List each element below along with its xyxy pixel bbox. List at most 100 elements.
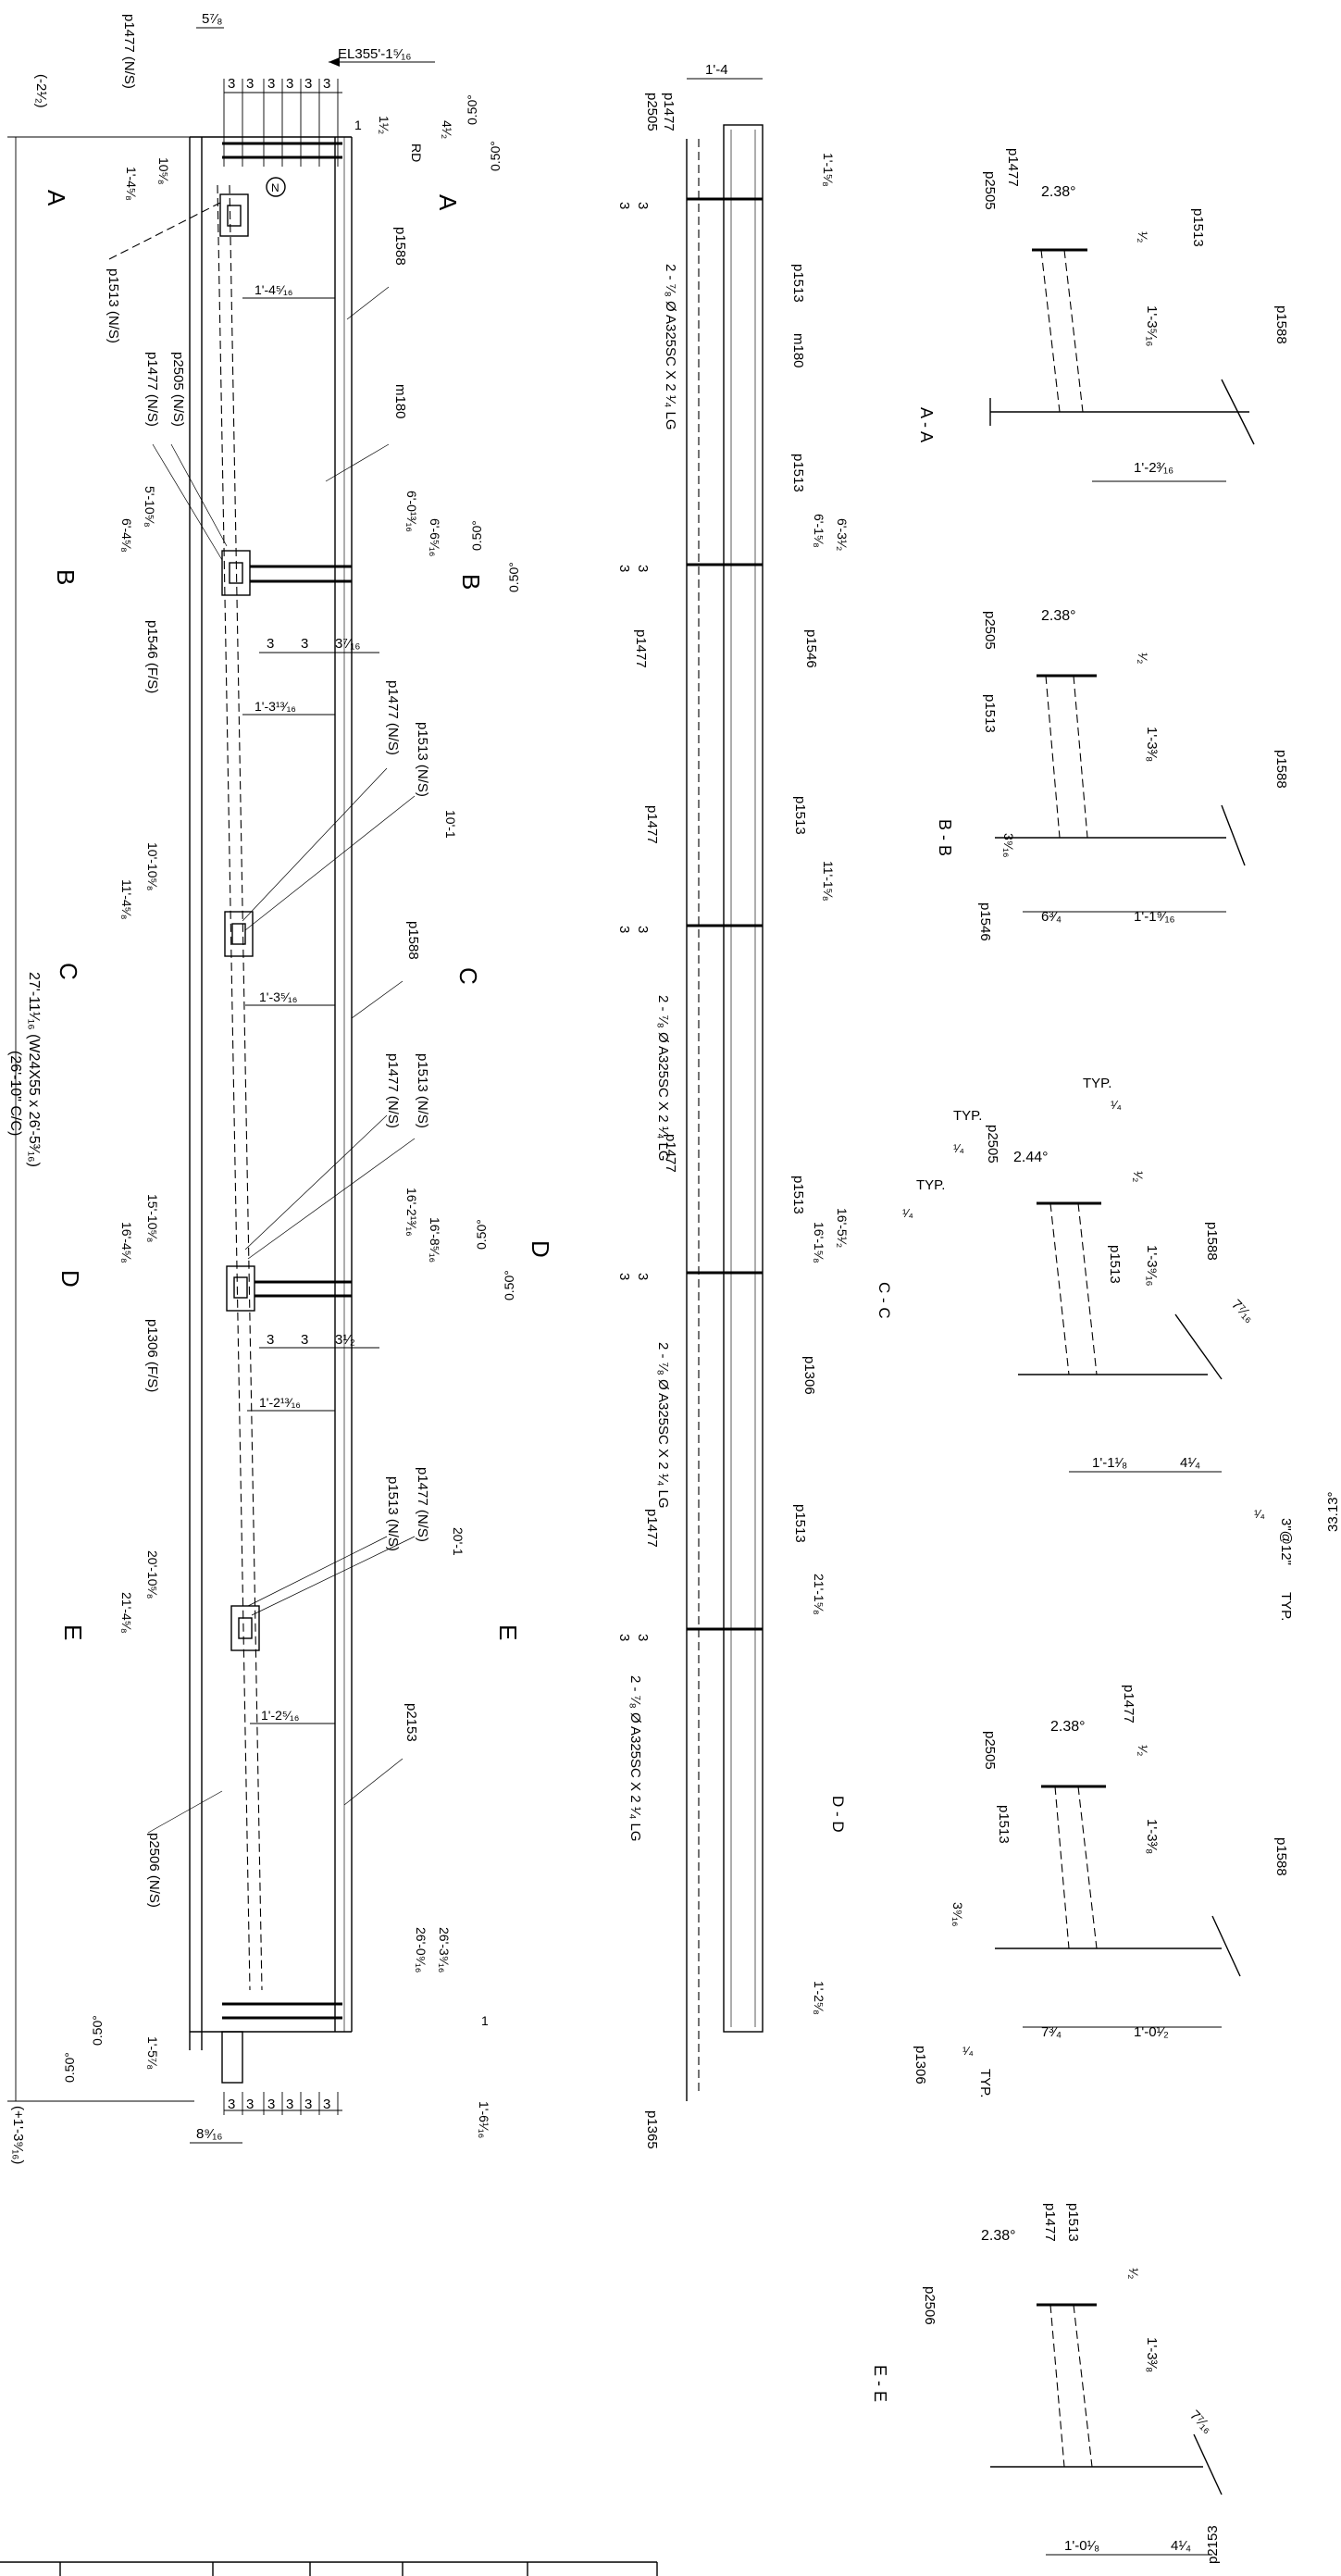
tv-bolts-3: 2 - ⁷⁄₈ Ø A325SC X 2 ¹⁄₄ LG — [655, 1342, 671, 1509]
tv-bolts-2: 2 - ⁷⁄₈ Ø A325SC X 2 ¹⁄₄ LG — [655, 995, 671, 1162]
slope-b-2: 0.50° — [506, 562, 521, 592]
tv-dim-t8: 1'-2⁵⁄₈ — [812, 1981, 826, 2015]
cc-half: ¹⁄₂ — [1131, 1171, 1146, 1182]
tv-p2505: p2505 — [644, 93, 660, 131]
cc-typ-2: TYP. — [953, 1108, 982, 1124]
dim-1-b: 1 — [481, 2013, 489, 2028]
bb-half: ¹⁄₂ — [1136, 653, 1150, 664]
label-m180: m180 — [392, 384, 408, 419]
tv-p1513-5: p1513 — [792, 1504, 808, 1543]
ee-p2153: p2153 — [1205, 2525, 1221, 2564]
bb-s2: 6³⁄₄ — [1041, 909, 1062, 925]
tv-p1546: p1546 — [803, 629, 819, 668]
slope-top-2: 0.50° — [488, 141, 503, 171]
section-e-right: E — [494, 1624, 522, 1640]
end-bolt-group-bottom: 26'-0⁹⁄₁₆ 26'-3⁹⁄₁₆ 1 0.50° 0.50° 1'-5⁷⁄… — [62, 1927, 491, 2144]
aa-angle: 2.38° — [1041, 184, 1076, 200]
dim-d2: 16'-4⁵⁄₈ — [119, 1222, 134, 1263]
dd-s2: 7³⁄₄ — [1041, 2024, 1062, 2040]
dim-c1: 10'-10⁵⁄₈ — [145, 842, 160, 890]
tv-p1513-4: p1513 — [790, 1176, 806, 1214]
cc-angle: 2.44° — [1013, 1150, 1049, 1165]
section-d-d: 2.38° p2505 p1477 p1513 ¹⁄₂ 1'-3³⁄₈ p158… — [913, 1685, 1289, 2097]
ee-p1477: p1477 — [1042, 2203, 1058, 2242]
tv-dim-t4: 11'-1⁵⁄₈ — [821, 861, 836, 902]
dim-e3: 1'-2⁵⁄₁₆ — [261, 1708, 299, 1723]
dim-b5: 6'-6⁵⁄₁₆ — [428, 518, 442, 556]
left-elevation: (-2¹⁄₂) — [33, 74, 49, 108]
gauge-d1: 3 — [267, 1332, 274, 1348]
tv-gauge-7: 3 — [616, 1273, 632, 1280]
cc-p1588: p1588 — [1204, 1222, 1220, 1261]
tv-gauge-3: 3 — [616, 565, 632, 572]
dim-d1: 15'-10⁵⁄₈ — [145, 1194, 160, 1242]
gauge-f1: 3 — [228, 2097, 235, 2112]
ee-width: 1'-0¹⁄₈ — [1064, 2538, 1099, 2554]
dim-f1: 1'-5⁷⁄₈ — [145, 2036, 160, 2070]
tv-p1365: p1365 — [644, 2110, 660, 2149]
tv-p1477-2: p1477 — [633, 629, 649, 668]
dim-b3: 1'-3¹³⁄₁₆ — [255, 699, 296, 714]
cc-p1513: p1513 — [1107, 1245, 1123, 1284]
top-width: 1'-4 — [705, 62, 728, 78]
dim-1-5: 1¹⁄₂ — [377, 116, 391, 134]
tv-dim-t1: 1'-1⁵⁄₈ — [821, 153, 836, 187]
tv-p1477-5: p1477 — [644, 1509, 660, 1548]
tv-gauge-4: 3 — [635, 565, 651, 572]
tv-p1306: p1306 — [801, 1356, 817, 1395]
ee-s2: 4¹⁄₄ — [1171, 2538, 1191, 2554]
dim-a1: 10⁵⁄₈ — [156, 157, 171, 185]
dim-f4: 1'-6¹⁄₁₆ — [477, 2101, 491, 2138]
label-p1513-ns-3: p1513 (N/S) — [415, 1053, 430, 1128]
rd-label: RD — [409, 143, 424, 162]
bb-title: B - B — [936, 819, 954, 856]
dd-depth: 1'-3³⁄₈ — [1144, 1819, 1160, 1854]
label-p1513-ns-1: p1513 (N/S) — [106, 268, 121, 343]
dim-e1: 20'-10⁵⁄₈ — [145, 1550, 160, 1599]
cc-quarter-4: ¹⁄₄ — [1254, 1507, 1265, 1521]
label-p1477-ns-2: p1477 (N/S) — [144, 352, 160, 427]
dd-width: 1'-0¹⁄₂ — [1134, 2024, 1169, 2040]
cc-width: 1'-1¹⁄₈ — [1092, 1455, 1127, 1471]
dd-p2505: p2505 — [982, 1731, 998, 1770]
cc-quarter-3: ¹⁄₄ — [902, 1206, 913, 1220]
gauge-6: 3 — [323, 76, 330, 92]
tv-dim-t3: 6'-3¹⁄₂ — [835, 518, 850, 551]
tv-p1477-1: p1477 — [661, 93, 677, 131]
aa-half: ¹⁄₂ — [1136, 231, 1150, 243]
beam-top-view: 1'-4 p2505 p1477 1'-1⁵⁄₈ 3 3 2 - ⁷⁄₈ Ø A… — [616, 62, 893, 2149]
cc-typ-1: TYP. — [1083, 1076, 1111, 1091]
dim-f3: 26'-3⁹⁄₁₆ — [437, 1927, 452, 1972]
label-p1477-ns-3: p1477 (N/S) — [385, 680, 401, 755]
section-a-right: A — [434, 194, 462, 211]
bb-p1513: p1513 — [982, 694, 998, 733]
label-p1477-ns-1: p1477 (N/S) — [121, 14, 137, 89]
dd-p1477: p1477 — [1121, 1685, 1136, 1724]
dim-a3: 1'-4⁵⁄₁₆ — [255, 282, 292, 297]
dim-c3: 1'-3⁵⁄₁₆ — [259, 989, 297, 1004]
slope-b-1: 0.50° — [469, 520, 484, 551]
ee-p1513: p1513 — [1065, 2203, 1081, 2242]
section-e-left: E — [59, 1624, 87, 1640]
section-b-b: 2.38° p2505 p1513 ¹⁄₂ 1'-3³⁄₈ p1588 B - … — [936, 608, 1289, 941]
tv-title-cc: C - C — [875, 1282, 893, 1319]
dim-d5: 16'-8⁵⁄₁₆ — [428, 1217, 442, 1263]
aa-p1477: p1477 — [1005, 148, 1021, 187]
tv-gauge-1: 3 — [616, 202, 632, 209]
dim-b4: 6'-0¹³⁄₁₆ — [404, 491, 419, 532]
dim-b2: 6'-4⁵⁄₈ — [119, 518, 134, 553]
cc-quarter-2: ¹⁄₄ — [953, 1141, 964, 1155]
tv-dim-t6: 16'-5¹⁄₂ — [835, 1208, 850, 1248]
dd-s1: 3⁹⁄₁₆ — [950, 1902, 965, 1927]
aa-title: A - A — [917, 407, 936, 442]
tv-m180: m180 — [790, 333, 806, 368]
label-p2505-ns: p2505 (N/S) — [170, 352, 186, 427]
label-p1477-ns-5: p1477 (N/S) — [415, 1467, 430, 1542]
gauge-b2: 3 — [301, 636, 308, 652]
dim-f2: 26'-0⁹⁄₁₆ — [414, 1927, 428, 1972]
gauge-f3: 3 — [267, 2097, 275, 2112]
ee-angle: 2.38° — [981, 2228, 1016, 2244]
tv-bolts-1: 2 - ⁷⁄₈ Ø A325SC X 2 ¹⁄₄ LG — [663, 264, 678, 430]
section-b-right: B — [457, 574, 485, 590]
section-c-right: C — [454, 967, 482, 985]
